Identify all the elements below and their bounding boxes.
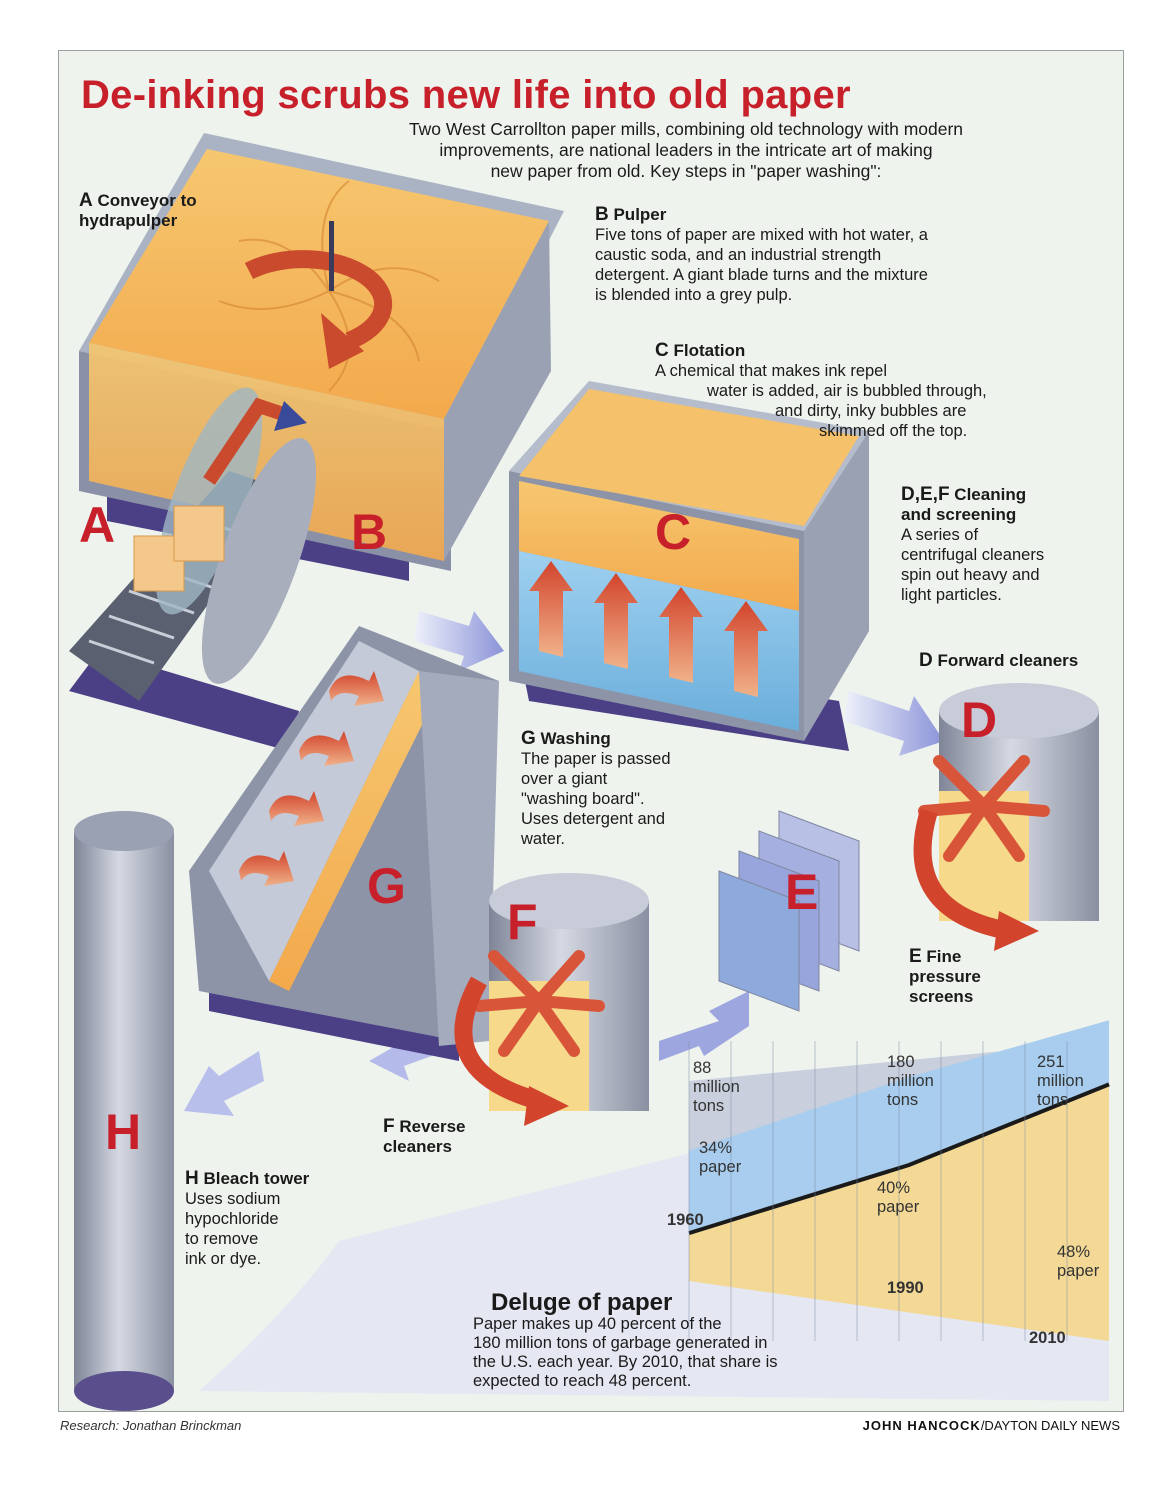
chart-total-1960: 88 million tons (693, 1059, 740, 1115)
step-c-label: C Flotation A chemical that makes ink re… (655, 341, 987, 441)
big-letter-f: F (507, 894, 538, 950)
step-text: spin out heavy and (901, 566, 1040, 584)
step-title-cont: hydrapulper (79, 211, 178, 230)
step-title-cont: pressure (909, 967, 981, 986)
intro-line: improvements, are national leaders in th… (439, 140, 933, 160)
step-text: and dirty, inky bubbles are (775, 402, 967, 420)
step-text: The paper is passed (521, 750, 671, 768)
chart-total-2010: 251 million tons (1037, 1053, 1084, 1109)
step-title: Bleach tower (203, 1169, 310, 1188)
deluge-line: the U.S. each year. By 2010, that share … (473, 1353, 778, 1371)
step-text: is blended into a grey pulp. (595, 286, 793, 304)
step-title: Flotation (673, 341, 746, 360)
step-text: light particles. (901, 586, 1002, 604)
step-text: over a giant (521, 770, 608, 788)
step-title: Cleaning (954, 485, 1027, 504)
step-def-label: D,E,F Cleaning and screening A series of… (901, 485, 1044, 605)
deluge-line: 180 million tons of garbage generated in (473, 1334, 768, 1352)
conveyor (69, 387, 317, 751)
step-text: water. (521, 830, 566, 848)
big-letter-a: A (79, 497, 116, 553)
chart-year-1960: 1960 (667, 1211, 704, 1229)
reverse-cleaner (454, 873, 649, 1126)
deluge-chart (199, 1020, 1110, 1401)
step-text: centrifugal cleaners (901, 546, 1045, 564)
flow-arrows (184, 611, 944, 1116)
step-letter: G (521, 728, 536, 749)
infographic-frame: De-inking scrubs new life into old paper… (58, 50, 1124, 1412)
research-credit: Research: Jonathan Brinckman (60, 1418, 242, 1433)
big-letter-g: G (367, 858, 406, 914)
step-title: Washing (540, 729, 611, 748)
step-letter: A (79, 190, 93, 211)
step-g-label: G Washing The paper is passed over a gia… (521, 729, 671, 849)
step-f-label: F Reverse cleaners (383, 1117, 466, 1157)
step-title: Conveyor to (97, 191, 197, 210)
big-letter-h: H (105, 1104, 142, 1160)
chart-total-1990: 180 million tons (887, 1053, 934, 1109)
step-b-label: B Pulper Five tons of paper are mixed wi… (595, 205, 928, 305)
artist-credit: JOHN HANCOCK/DAYTON DAILY NEWS (863, 1418, 1120, 1433)
intro-line: new paper from old. Key steps in "paper … (490, 161, 882, 181)
chart-year-1990: 1990 (887, 1279, 924, 1297)
publication-name: /DAYTON DAILY NEWS (980, 1418, 1120, 1433)
page-title: De-inking scrubs new life into old paper (81, 73, 851, 117)
bleach-tower (74, 811, 174, 1411)
step-text: caustic soda, and an industrial strength (595, 246, 882, 264)
step-text: Uses sodium (185, 1190, 281, 1208)
deluge-line: expected to reach 48 percent. (473, 1372, 692, 1390)
step-h-label: H Bleach tower Uses sodium hypochloride … (185, 1169, 309, 1269)
intro-line: Two West Carrollton paper mills, combini… (408, 119, 964, 139)
step-text: detergent. A giant blade turns and the m… (595, 266, 928, 284)
big-letter-d: D (961, 692, 998, 748)
step-letter: E (909, 946, 922, 967)
chart-share-2010: 48% paper (1057, 1243, 1100, 1280)
deluge-line: Paper makes up 40 percent of the (473, 1315, 722, 1333)
step-letter: H (185, 1168, 199, 1189)
step-a-label: A Conveyor to hydrapulper (79, 191, 197, 231)
step-text: hypochloride (185, 1210, 279, 1228)
step-title: Reverse (399, 1117, 466, 1136)
deluge-text: Paper makes up 40 percent of the 180 mil… (473, 1315, 803, 1391)
step-text: ink or dye. (185, 1250, 262, 1268)
step-text: A chemical that makes ink repel (655, 362, 888, 380)
step-letter: B (595, 204, 609, 225)
step-letter: C (655, 340, 669, 361)
step-title: Fine (926, 947, 962, 966)
step-text: to remove (185, 1230, 259, 1248)
washing-board (189, 626, 499, 1061)
step-text: Five tons of paper are mixed with hot wa… (595, 226, 928, 244)
big-letter-b: B (351, 504, 388, 560)
step-e-label: E Fine pressure screens (909, 947, 981, 1007)
step-text: Uses detergent and (521, 810, 666, 828)
step-letter: F (383, 1116, 395, 1137)
step-text: skimmed off the top. (819, 422, 968, 440)
step-title-cont: screens (909, 987, 974, 1006)
step-title-cont: cleaners (383, 1137, 452, 1156)
step-title: Forward cleaners (937, 651, 1079, 670)
step-letter: D,E,F (901, 484, 950, 505)
step-text: water is added, air is bubbled through, (707, 382, 987, 400)
chart-share-1990: 40% paper (877, 1179, 920, 1216)
step-letter: D (919, 650, 933, 671)
illustration (69, 133, 1110, 1411)
big-letter-c: C (655, 504, 692, 560)
deluge-heading: Deluge of paper (491, 1289, 673, 1316)
step-d-label: D Forward cleaners (919, 651, 1078, 671)
flotation-tank (509, 381, 869, 751)
chart-share-1960: 34% paper (699, 1139, 742, 1176)
chart-year-2010: 2010 (1029, 1329, 1066, 1347)
pressure-screens (718, 810, 860, 1012)
big-letter-e: E (785, 864, 819, 920)
forward-cleaner (913, 683, 1099, 951)
artist-name: JOHN HANCOCK (862, 1418, 981, 1433)
chart-share-line (688, 1082, 1110, 1236)
step-title: Pulper (613, 205, 667, 224)
step-text: A series of (901, 526, 979, 544)
step-text: "washing board". (521, 790, 645, 808)
intro-text: Two West Carrollton paper mills, combini… (331, 119, 1041, 182)
step-title-cont: and screening (901, 505, 1017, 524)
